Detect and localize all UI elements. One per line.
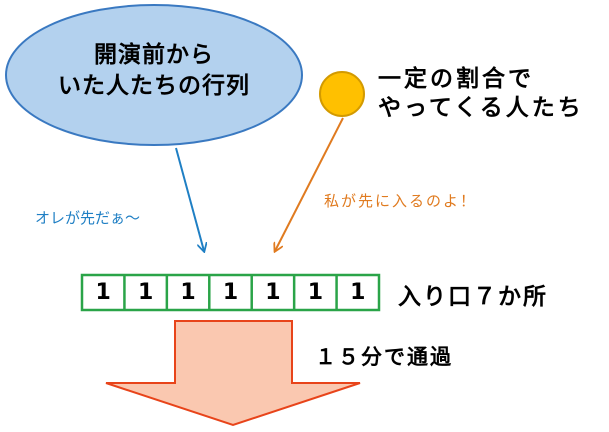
waiting-queue-line-1: 開演前から: [94, 42, 214, 68]
arrival-line-1: 一定の割合で: [378, 66, 534, 92]
waiting-queue-bubble: [5, 4, 303, 146]
gate-dividers: [123, 275, 338, 310]
pass-time-label: １５分で通過: [315, 345, 453, 369]
arrival-speech-note: 私が先に入るのよ！: [324, 192, 478, 210]
arrival-text: 一定の割合で やってくる人たち: [378, 65, 584, 123]
gate-cell: 1: [222, 280, 239, 305]
waiting-queue-line-2: いた人たちの行列: [58, 73, 250, 99]
gate-cell: 1: [350, 280, 366, 305]
gate-cell: 1: [307, 280, 323, 305]
gate-cell: 1: [180, 280, 196, 305]
waiting-queue-text: 開演前から いた人たちの行列: [28, 40, 280, 102]
gate-cell: 1: [265, 280, 281, 305]
arrival-arrow: [275, 117, 344, 251]
gate-cell: 1: [95, 280, 111, 305]
entrance-label: 入り口７か所: [398, 284, 548, 310]
gate-row: [80, 273, 381, 312]
queue-arrow: [175, 147, 204, 251]
flow-down-arrow: [105, 320, 361, 427]
queue-speech-note: オレが先だぁ〜: [35, 209, 141, 227]
arrival-circle: [319, 71, 365, 117]
gate-cell: 1: [137, 280, 154, 305]
arrival-line-2: やってくる人たち: [378, 95, 584, 121]
